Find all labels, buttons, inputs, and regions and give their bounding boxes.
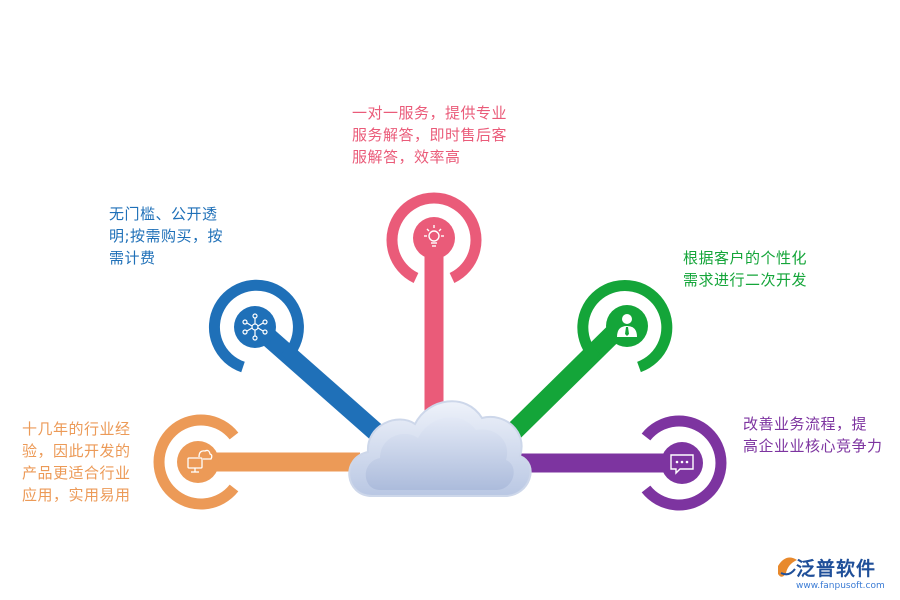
node-right bbox=[577, 279, 673, 373]
connector-left bbox=[251, 320, 392, 448]
network-icon bbox=[242, 313, 268, 341]
label-line: 一对一服务，提供专业 bbox=[352, 104, 508, 122]
node-bottom-left bbox=[153, 414, 239, 510]
label-bottom-right: 改善业务流程，提高企业业核心竞争力 bbox=[743, 413, 883, 457]
brand-logo: 泛普软件 www.fanpusoft.com bbox=[770, 553, 895, 597]
label-top: 一对一服务，提供专业服务解答，即时售后客服解答，效率高 bbox=[352, 102, 507, 168]
cloud-monitor-icon bbox=[187, 449, 213, 473]
fanpu-logo-icon bbox=[778, 557, 797, 577]
label-line: 无门槛、公开透 bbox=[109, 205, 218, 223]
label-line: 改善业务流程，提 bbox=[743, 415, 868, 433]
label-right: 根据客户的个性化需求进行二次开发 bbox=[683, 247, 807, 291]
node-top bbox=[386, 192, 482, 283]
label-line: 需求进行二次开发 bbox=[683, 271, 808, 289]
label-line: 需计费 bbox=[109, 249, 156, 267]
label-line: 服解答，效率高 bbox=[352, 148, 461, 166]
label-bottom-left: 十几年的行业经验，因此开发的产品更适合行业应用，实用易用 bbox=[22, 418, 131, 506]
lightbulb-icon bbox=[424, 225, 444, 247]
node-bottom-right bbox=[641, 415, 727, 511]
label-line: 应用，实用易用 bbox=[22, 486, 131, 504]
chat-icon bbox=[670, 454, 694, 475]
label-line: 服务解答，即时售后客 bbox=[352, 126, 508, 144]
brand-name: 泛普软件 bbox=[796, 558, 877, 580]
label-line: 十几年的行业经 bbox=[22, 420, 131, 438]
user-tie-icon bbox=[617, 314, 637, 337]
label-line: 验，因此开发的 bbox=[22, 442, 131, 460]
label-line: 产品更适合行业 bbox=[22, 464, 131, 482]
node-left bbox=[208, 279, 304, 373]
label-line: 根据客户的个性化 bbox=[683, 249, 808, 267]
center-cloud bbox=[348, 400, 532, 497]
label-line: 明;按需购买，按 bbox=[109, 227, 224, 245]
brand-url: www.fanpusoft.com bbox=[796, 581, 885, 591]
label-left: 无门槛、公开透明;按需购买，按需计费 bbox=[109, 203, 223, 269]
label-line: 高企业业核心竞争力 bbox=[743, 437, 883, 455]
